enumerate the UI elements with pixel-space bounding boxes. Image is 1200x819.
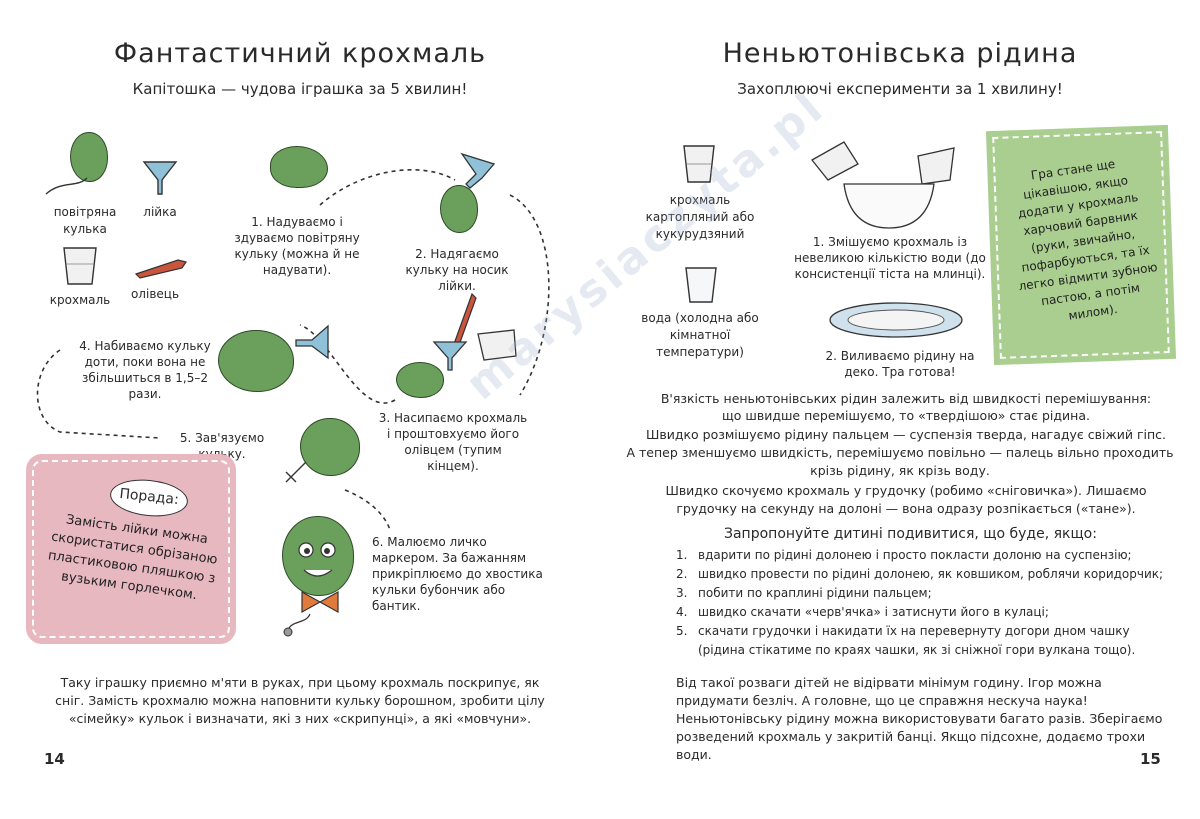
pencil-icon — [134, 259, 187, 279]
step-2-text: 2. Виливаємо рідину на деко. Тра готова! — [825, 349, 975, 379]
prompt-heading: Запропонуйте дитині подивитися, що буде,… — [724, 526, 1097, 542]
explanation-line-5: Швидко скочуємо крохмаль у грудочку (роб… — [665, 483, 1147, 516]
balloon-on-funnel-icon — [440, 185, 478, 233]
list-item: 1.вдарити по рідині долонею і просто пок… — [676, 548, 1132, 562]
tray-icon — [829, 302, 963, 338]
funnel-icon — [142, 161, 178, 195]
face-balloon-icon — [282, 516, 354, 596]
glass-of-starch-icon — [683, 145, 715, 183]
explanation-line-2: що швидше перемішуємо, то «твердішою» ст… — [722, 408, 1090, 423]
list-item: 5.скачати грудочки і накидати їх на пере… — [676, 624, 1136, 657]
explanation-line-3: Швидко розмішуємо рідину пальцем — суспе… — [645, 427, 1167, 442]
step-2-text: 2. Надягаємо кульку на носик лійки. — [405, 247, 509, 293]
balloon-icon — [70, 132, 108, 182]
balloon-face-icon — [298, 542, 336, 577]
left-bottom-paragraph: Таку іграшку приємно м'яти в руках, при … — [55, 675, 545, 726]
bow-icon — [301, 590, 339, 614]
pompom-icon — [283, 613, 311, 637]
deflated-balloon-icon — [270, 146, 328, 188]
step-6-text: 6. Малюємо личко маркером. За бажанням п… — [372, 535, 543, 613]
left-page-subtitle: Капітошка — чудова іграшка за 5 хвилин! — [132, 80, 468, 98]
balloon-string-icon — [45, 177, 88, 195]
left-page-title: Фантастичний крохмаль — [113, 38, 487, 69]
left-page-number: 14 — [44, 750, 65, 768]
knot-icon — [285, 461, 307, 483]
material-balloon-label: повітряна кулька — [53, 205, 117, 236]
right-page-subtitle: Захоплюючі експерименти за 1 хвилину! — [737, 80, 1063, 98]
step-4-text: 4. Набиваємо кульку доти, поки вона не з… — [79, 339, 211, 401]
material-funnel-label: лійка — [143, 205, 177, 219]
explanation-line-1: В'язкість неньютонівських рідин залежить… — [660, 391, 1152, 406]
funnel-step2-icon — [460, 152, 496, 189]
material-water-label: вода (холодна або кімнатної температури) — [641, 311, 759, 359]
funnel-step4-icon — [295, 324, 329, 360]
glass-of-starch-icon — [63, 247, 97, 285]
full-balloon-icon — [218, 330, 294, 392]
right-page-number: 15 — [1140, 750, 1161, 768]
step-1-text: 1. Змішуємо крохмаль із невеликою кількі… — [794, 235, 986, 281]
list-item: 3.побити по краплині рідини пальцем; — [676, 586, 932, 600]
material-pencil-label: олівець — [130, 287, 180, 301]
funnel-step3-icon — [432, 341, 468, 371]
step-1-text: 1. Надуваємо і здуваємо повітряну кульку… — [234, 215, 360, 277]
glass-pouring-icon — [477, 329, 517, 361]
list-item: 2.швидко провести по рідині долонею, як … — [676, 567, 1164, 581]
color-tip-text: Гра стане ще цікавішою, якщо додати у кр… — [1016, 156, 1159, 323]
glass-of-water-icon — [685, 267, 717, 303]
explanation-line-4: А тепер зменшуємо швидкість, перемішуємо… — [626, 445, 1174, 478]
material-starch-label: крохмаль — [49, 293, 111, 307]
dashed-path-arrows — [36, 169, 550, 531]
experiment-list: 1.вдарити по рідині долонею і просто пок… — [676, 546, 1176, 660]
step-5-text: 5. Зав'язуємо кульку. — [179, 431, 265, 461]
step-3-text: 3. Насипаємо крохмаль і проштовхуємо йог… — [378, 411, 528, 473]
mixing-bowl-icon — [811, 141, 955, 229]
right-bottom-paragraph: Від такої розваги дітей не відірвати мін… — [676, 675, 1163, 762]
right-page-title: Неньютонівська рідина — [722, 38, 1078, 69]
left-page: Фантастичний крохмаль Капітошка — чудова… — [26, 38, 550, 768]
list-item: 4.швидко скачати «черв'ячка» і затиснути… — [676, 605, 1049, 619]
filling-balloon-icon — [396, 362, 444, 398]
tied-balloon-icon — [300, 418, 360, 476]
right-page: Неньютонівська рідина Захоплюючі експери… — [600, 0, 1200, 819]
material-starch-label: крохмаль картопляний або кукурудзяний — [645, 193, 755, 241]
